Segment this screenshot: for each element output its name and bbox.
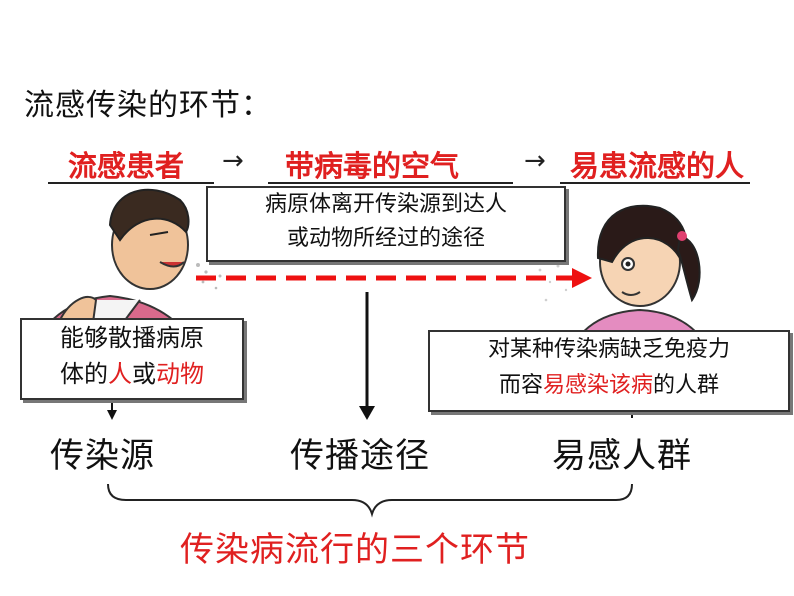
susceptible-box-text: 而容 <box>498 373 543 398</box>
source-box-text: 体的 <box>60 360 108 388</box>
susceptible-box-line1: 对某种传染病缺乏免疫力 <box>487 337 730 362</box>
source-box-highlight-person: 人 <box>108 360 132 388</box>
underline-air <box>268 182 513 184</box>
susceptible-box-text-suffix: 的人群 <box>653 373 720 398</box>
underline-patient <box>48 182 214 184</box>
route-definition-box: 病原体离开传染源到达人 或动物所经过的途径 <box>206 186 566 262</box>
source-box-text-or: 或 <box>132 360 156 388</box>
source-box-line1: 能够散播病原 <box>60 324 204 352</box>
air-speckle <box>538 264 577 302</box>
susceptible-box-highlight: 易感染该病 <box>542 373 653 398</box>
chain-item-susceptible: 易患流感的人 <box>570 149 745 183</box>
source-down-arrowhead <box>107 410 117 420</box>
chain-item-air: 带病毒的空气 <box>285 149 460 183</box>
chain-arrow-1: → <box>222 146 244 176</box>
susceptible-box-line2: 而容易感染该病的人群 <box>430 368 788 404</box>
source-box-line2: 体的人或动物 <box>22 356 242 392</box>
spray-droplets <box>196 260 222 290</box>
grouping-brace <box>107 483 633 518</box>
page-title: 流感传染的环节： <box>24 88 272 123</box>
underline-susceptible <box>560 182 750 184</box>
label-susceptible-population: 易感人群 <box>552 436 692 476</box>
source-box-highlight-animal: 动物 <box>156 360 204 388</box>
summary-caption: 传染病流行的三个环节 <box>180 530 530 570</box>
chain-arrow-2: → <box>524 146 546 176</box>
chain-item-patient: 流感患者 <box>68 149 185 183</box>
transmission-arrowhead <box>572 268 592 288</box>
route-box-line1: 病原体离开传染源到达人 <box>264 192 507 217</box>
route-box-line2: 或动物所经过的途径 <box>286 226 485 251</box>
susceptible-definition-box: 对某种传染病缺乏免疫力 而容易感染该病的人群 <box>428 330 790 412</box>
label-infection-source: 传染源 <box>50 436 155 476</box>
label-transmission-route: 传播途径 <box>290 436 430 476</box>
source-definition-box: 能够散播病原 体的人或动物 <box>20 318 244 400</box>
route-down-arrowhead <box>359 406 375 420</box>
